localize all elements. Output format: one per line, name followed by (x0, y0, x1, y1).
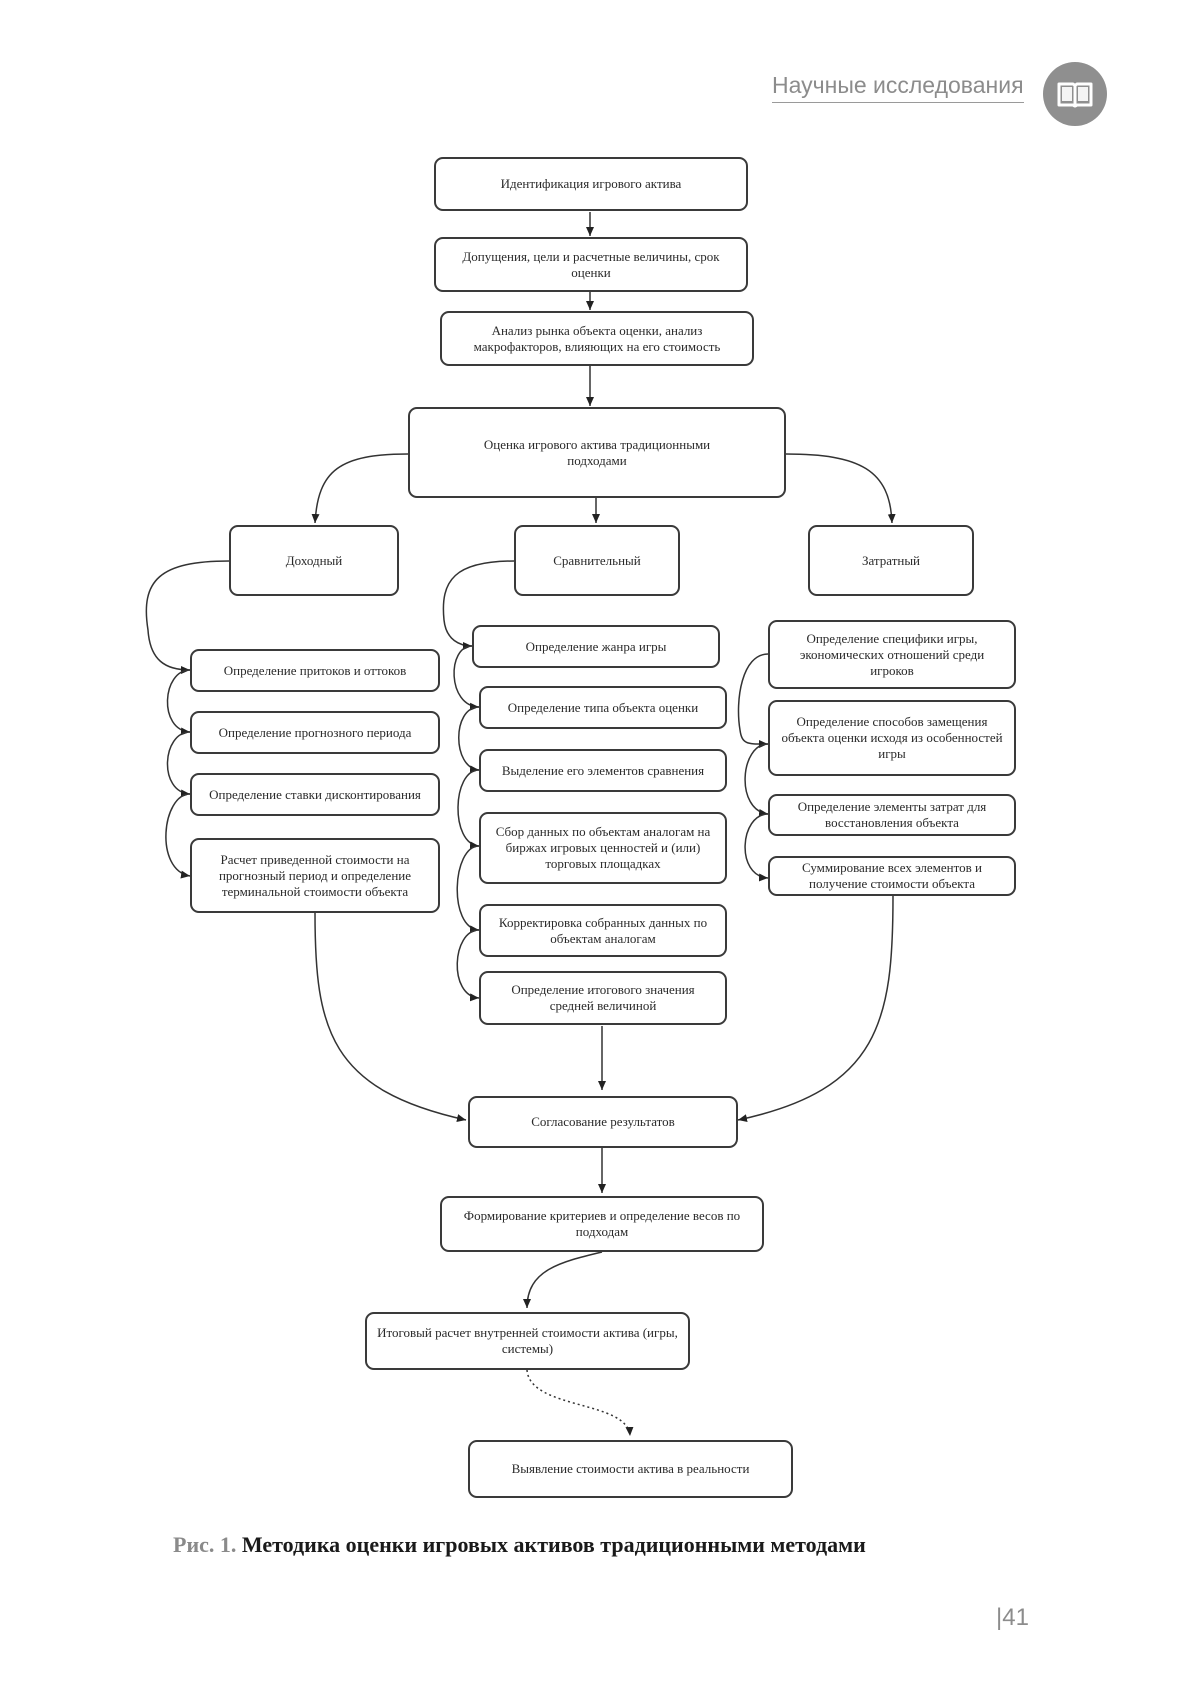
node-real-value: Выявление стоимости актива в реальности (468, 1440, 793, 1498)
edge-comp-step3-4 (457, 769, 480, 850)
node-cost-step: Определение элементы затрат для восстано… (768, 794, 1016, 836)
node-cost-step: Суммирование всех элементов и получение … (768, 856, 1016, 896)
node-final-calc: Итоговый расчет внутренней стоимости акт… (365, 1312, 690, 1370)
running-header-title: Научные исследования (772, 72, 1024, 103)
edge-valuation-income (311, 453, 409, 524)
edge-income-step1 (145, 560, 230, 674)
node-comparative-step: Определение итогового значения средней в… (479, 971, 727, 1025)
node-comparative-step: Определение типа объекта оценки (479, 686, 727, 729)
edge-criteria-finalcalc (523, 1251, 603, 1309)
node-criteria: Формирование критериев и определение вес… (440, 1196, 764, 1252)
edge-income-step3-4 (165, 793, 191, 879)
figure-number: Рис. 1. (173, 1532, 237, 1557)
node-traditional-valuation: Оценка игрового актива традиционными под… (408, 407, 786, 498)
node-cost: Затратный (808, 525, 974, 596)
edge-comp-step4-5 (456, 845, 480, 934)
edge-cost-step1 (737, 653, 769, 749)
edge-cost-step1-2 (744, 743, 769, 817)
edge-valuation-cost (785, 453, 896, 524)
node-reconciliation: Согласование результатов (468, 1096, 738, 1148)
edge-cost-reconciliation (737, 895, 894, 1123)
edge-comp-step2-3 (458, 706, 480, 774)
node-comparative: Сравнительный (514, 525, 680, 596)
node-comparative-step: Сбор данных по объектам аналогам на бирж… (479, 812, 727, 884)
figure-title: Методика оценки игровых активов традицио… (241, 1532, 866, 1557)
node-income: Доходный (229, 525, 399, 596)
edge-comp-step1-2 (453, 645, 480, 711)
node-cost-step: Определение специфики игры, экономически… (768, 620, 1016, 689)
node-cost-step: Определение способов замещения объекта о… (768, 700, 1016, 776)
node-comparative-step: Выделение его элементов сравнения (479, 749, 727, 792)
node-comparative-step: Определение жанра игры (472, 625, 720, 668)
edge-cost-step2-3 (744, 813, 769, 882)
figure-caption: Рис. 1. Методика оценки игровых активов … (173, 1532, 866, 1558)
edge-finalcalc-realvalue-dotted (526, 1369, 634, 1437)
node-income-step: Определение ставки дисконтирования (190, 773, 440, 816)
node-income-step: Определение прогнозного периода (190, 711, 440, 754)
page-number: |41 (996, 1604, 1029, 1631)
node-market-analysis: Анализ рынка объекта оценки, анализ макр… (440, 311, 754, 366)
edge-income-step1-2 (166, 669, 191, 736)
edge-comparative-step1 (442, 560, 515, 650)
node-identification: Идентификация игрового актива (434, 157, 748, 211)
node-assumptions: Допущения, цели и расчетные величины, ср… (434, 237, 748, 292)
edge-income-reconciliation (314, 912, 467, 1122)
open-book-icon (1043, 62, 1107, 126)
node-comparative-step: Корректировка собранных данных по объект… (479, 904, 727, 957)
node-income-step: Определение притоков и оттоков (190, 649, 440, 692)
node-income-step: Расчет приведенной стоимости на прогнозн… (190, 838, 440, 913)
edge-comp-step5-6 (456, 929, 480, 1002)
edge-income-step2-3 (166, 731, 191, 798)
